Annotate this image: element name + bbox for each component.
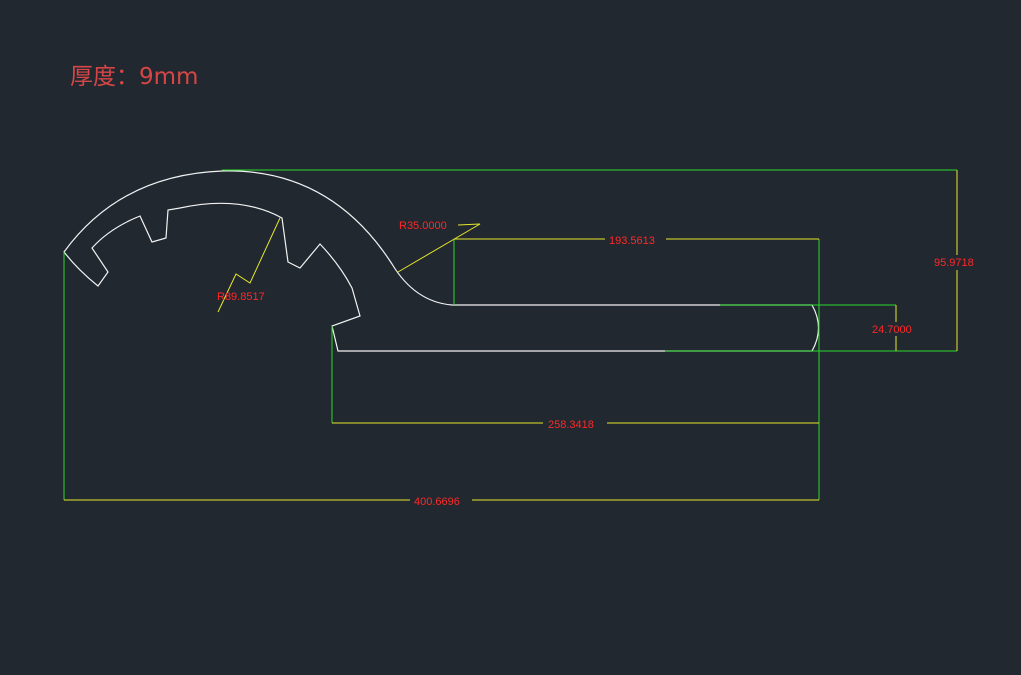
dim-width-slot: 193.5613 [609, 235, 655, 247]
extension-lines [63, 169, 957, 500]
dim-width-mid: 258.3418 [548, 419, 594, 431]
dim-radius-small: R35.0000 [399, 220, 447, 232]
part-outline [63, 170, 820, 352]
dim-height-total: 95.9718 [934, 257, 974, 269]
dim-height-slot: 24.7000 [872, 324, 912, 336]
dim-radius-large: R89.8517 [217, 291, 265, 303]
dim-width-total: 400.6696 [414, 496, 460, 508]
thickness-label: 厚度：9mm [70, 64, 199, 90]
dimension-lines [64, 170, 958, 501]
